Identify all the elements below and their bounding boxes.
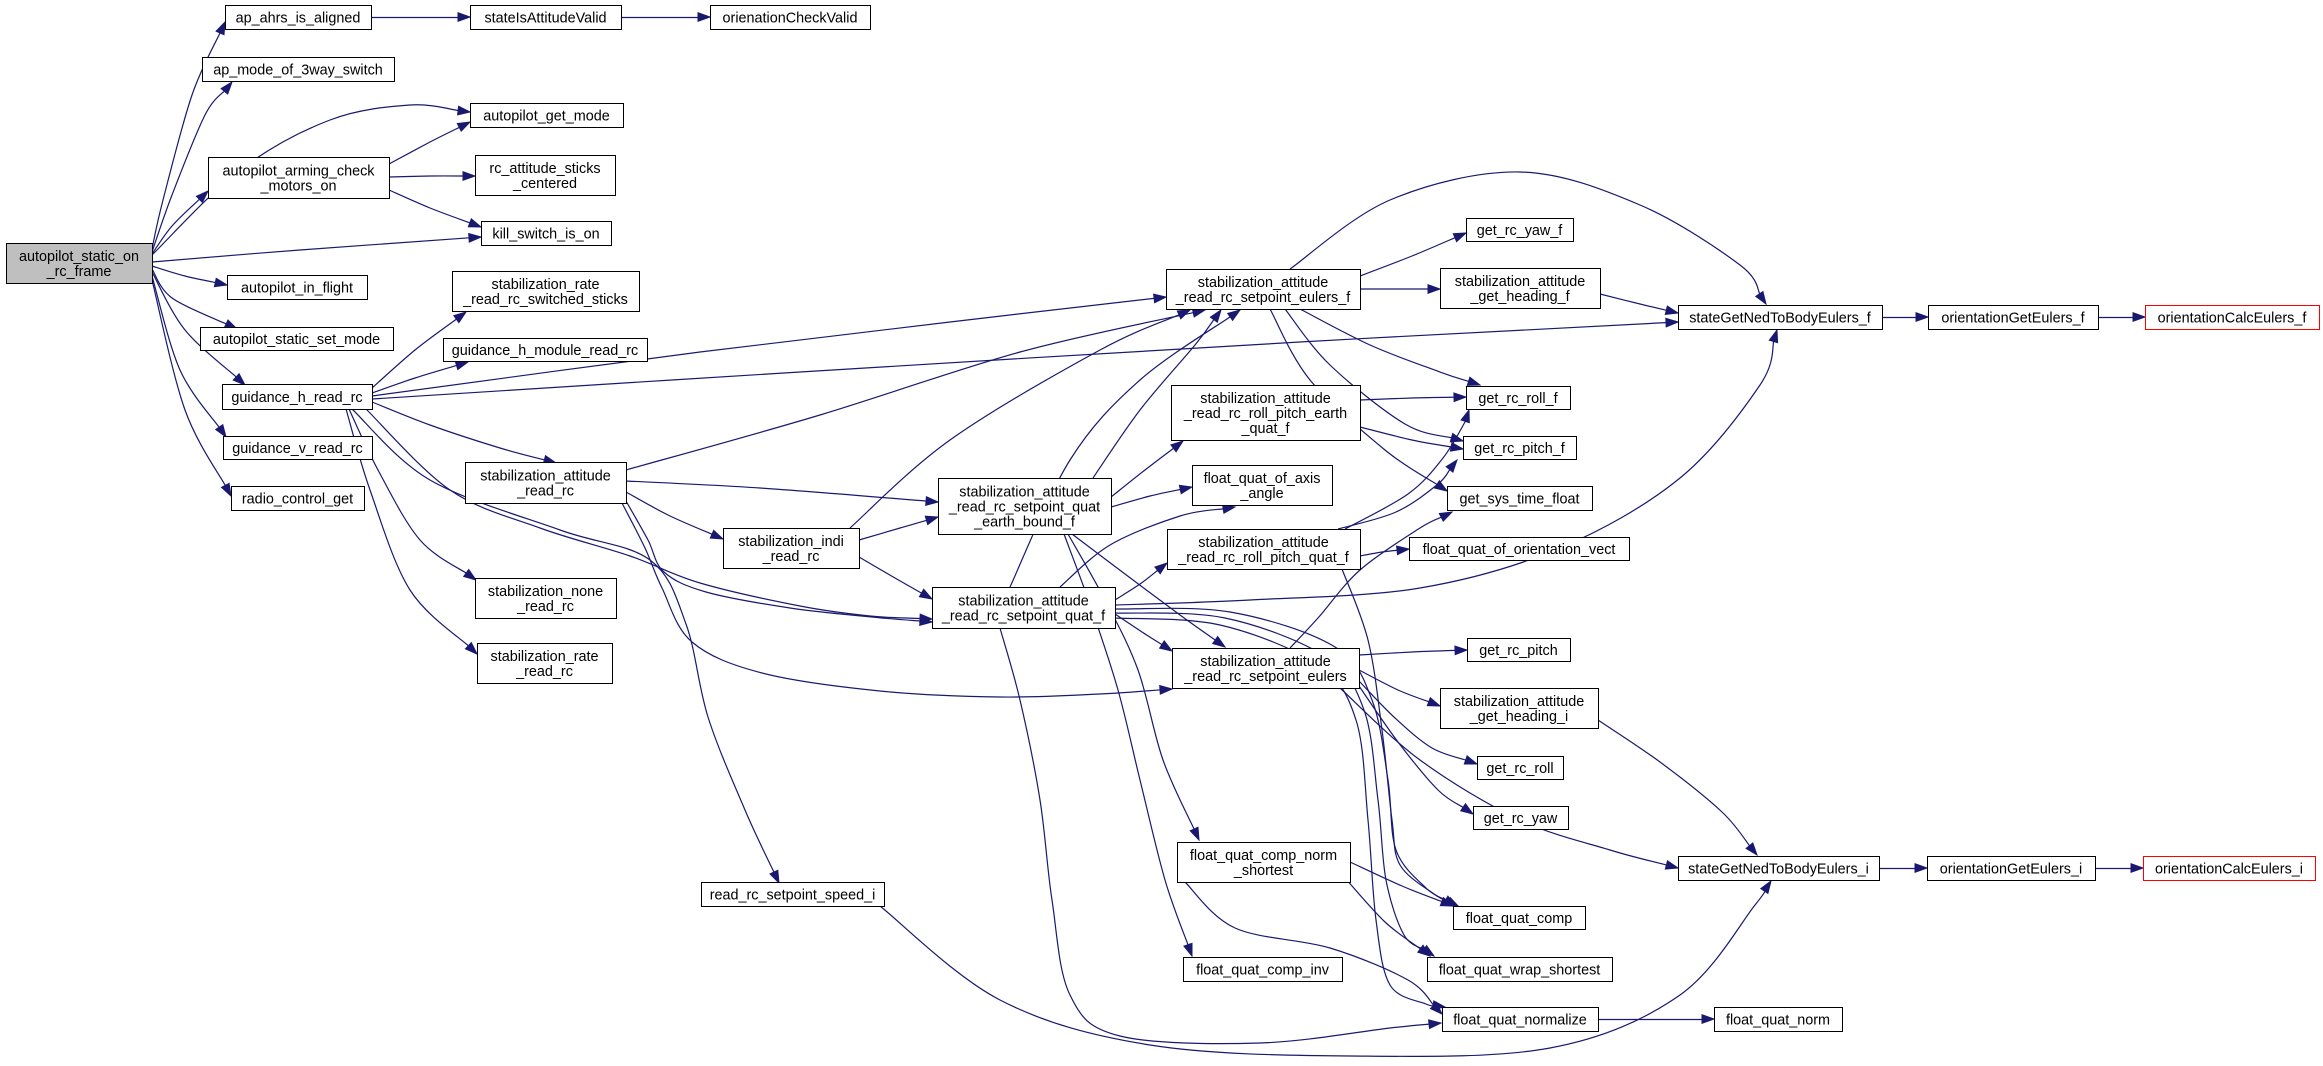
svg-text:stabilization_attitude: stabilization_attitude — [1454, 694, 1584, 710]
svg-text:radio_control_get: radio_control_get — [242, 492, 353, 508]
svg-text:autopilot_get_mode: autopilot_get_mode — [483, 109, 609, 125]
svg-text:_read_rc_roll_pitch_quat_f: _read_rc_roll_pitch_quat_f — [1177, 550, 1349, 566]
svg-text:stateGetNedToBodyEulers_i: stateGetNedToBodyEulers_i — [1688, 862, 1869, 878]
svg-text:get_rc_yaw_f: get_rc_yaw_f — [1477, 223, 1564, 239]
svg-text:stabilization_indi: stabilization_indi — [738, 534, 844, 550]
svg-text:_quat_f: _quat_f — [1240, 421, 1290, 437]
svg-text:stabilization_attitude: stabilization_attitude — [480, 468, 610, 484]
svg-text:stabilization_attitude: stabilization_attitude — [1198, 275, 1328, 291]
svg-text:stabilization_none: stabilization_none — [488, 584, 603, 600]
svg-text:_centered: _centered — [512, 176, 577, 192]
svg-text:rc_attitude_sticks: rc_attitude_sticks — [489, 161, 600, 177]
svg-text:_get_heading_i: _get_heading_i — [1469, 709, 1568, 725]
svg-text:stabilization_attitude: stabilization_attitude — [959, 484, 1089, 500]
svg-text:stabilization_attitude: stabilization_attitude — [958, 593, 1088, 609]
svg-text:stabilization_attitude: stabilization_attitude — [1455, 274, 1585, 290]
svg-text:autopilot_static_on: autopilot_static_on — [19, 249, 139, 265]
svg-text:autopilot_static_set_mode: autopilot_static_set_mode — [213, 332, 380, 348]
svg-text:_read_rc: _read_rc — [515, 664, 573, 680]
svg-text:float_quat_comp_norm: float_quat_comp_norm — [1190, 848, 1337, 864]
svg-text:get_rc_roll_f: get_rc_roll_f — [1478, 391, 1558, 407]
svg-text:orientationGetEulers_i: orientationGetEulers_i — [1940, 862, 2082, 878]
svg-text:stabilization_rate: stabilization_rate — [491, 649, 599, 665]
svg-text:_motors_on: _motors_on — [260, 179, 337, 195]
svg-text:_rc_frame: _rc_frame — [46, 264, 112, 280]
svg-text:autopilot_arming_check: autopilot_arming_check — [223, 163, 376, 179]
svg-text:_read_rc_setpoint_quat: _read_rc_setpoint_quat — [948, 500, 1100, 516]
svg-text:float_quat_wrap_shortest: float_quat_wrap_shortest — [1439, 963, 1601, 979]
svg-text:orienationCheckValid: orienationCheckValid — [723, 11, 858, 27]
svg-text:read_rc_setpoint_speed_i: read_rc_setpoint_speed_i — [710, 888, 876, 904]
svg-text:_read_rc_switched_sticks: _read_rc_switched_sticks — [462, 292, 628, 308]
svg-text:_read_rc_roll_pitch_earth: _read_rc_roll_pitch_earth — [1183, 406, 1347, 422]
svg-text:stabilization_rate: stabilization_rate — [492, 277, 600, 293]
svg-text:ap_ahrs_is_aligned: ap_ahrs_is_aligned — [236, 11, 361, 27]
svg-text:float_quat_of_axis: float_quat_of_axis — [1204, 471, 1321, 487]
svg-text:_read_rc_setpoint_quat_f: _read_rc_setpoint_quat_f — [941, 609, 1106, 625]
svg-text:ap_mode_of_3way_switch: ap_mode_of_3way_switch — [213, 63, 383, 79]
svg-text:get_rc_yaw: get_rc_yaw — [1484, 811, 1558, 827]
svg-text:guidance_h_module_read_rc: guidance_h_module_read_rc — [452, 343, 638, 359]
svg-text:kill_switch_is_on: kill_switch_is_on — [492, 227, 599, 243]
svg-text:_read_rc: _read_rc — [516, 599, 574, 615]
svg-text:orientationGetEulers_f: orientationGetEulers_f — [1941, 311, 2085, 327]
svg-text:orientationCalcEulers_f: orientationCalcEulers_f — [2158, 311, 2308, 327]
svg-text:stateGetNedToBodyEulers_f: stateGetNedToBodyEulers_f — [1689, 311, 1872, 327]
svg-text:stabilization_attitude: stabilization_attitude — [1200, 391, 1330, 407]
svg-text:_angle: _angle — [1239, 486, 1283, 502]
svg-text:_get_heading_f: _get_heading_f — [1469, 289, 1570, 305]
svg-text:stabilization_attitude: stabilization_attitude — [1198, 535, 1328, 551]
svg-text:_shortest: _shortest — [1233, 863, 1293, 879]
svg-text:get_rc_pitch_f: get_rc_pitch_f — [1474, 441, 1565, 457]
svg-text:autopilot_in_flight: autopilot_in_flight — [241, 281, 353, 297]
svg-text:get_rc_roll: get_rc_roll — [1486, 761, 1553, 777]
svg-text:guidance_h_read_rc: guidance_h_read_rc — [231, 390, 362, 406]
svg-text:orientationCalcEulers_i: orientationCalcEulers_i — [2155, 862, 2303, 878]
svg-text:float_quat_norm: float_quat_norm — [1726, 1013, 1830, 1029]
svg-text:float_quat_comp: float_quat_comp — [1466, 911, 1572, 927]
svg-text:_read_rc: _read_rc — [762, 549, 820, 565]
svg-text:stabilization_attitude: stabilization_attitude — [1200, 654, 1330, 670]
svg-text:get_sys_time_float: get_sys_time_float — [1460, 492, 1580, 508]
svg-text:float_quat_comp_inv: float_quat_comp_inv — [1196, 963, 1330, 979]
svg-text:_read_rc_setpoint_eulers: _read_rc_setpoint_eulers — [1183, 669, 1346, 685]
svg-text:guidance_v_read_rc: guidance_v_read_rc — [232, 441, 362, 457]
svg-text:float_quat_normalize: float_quat_normalize — [1453, 1013, 1587, 1029]
svg-text:_earth_bound_f: _earth_bound_f — [973, 515, 1076, 531]
svg-text:_read_rc_setpoint_eulers_f: _read_rc_setpoint_eulers_f — [1175, 290, 1351, 306]
svg-text:_read_rc: _read_rc — [516, 484, 574, 500]
svg-text:stateIsAttitudeValid: stateIsAttitudeValid — [484, 11, 606, 27]
svg-text:float_quat_of_orientation_vect: float_quat_of_orientation_vect — [1423, 542, 1616, 558]
svg-text:get_rc_pitch: get_rc_pitch — [1479, 643, 1557, 659]
